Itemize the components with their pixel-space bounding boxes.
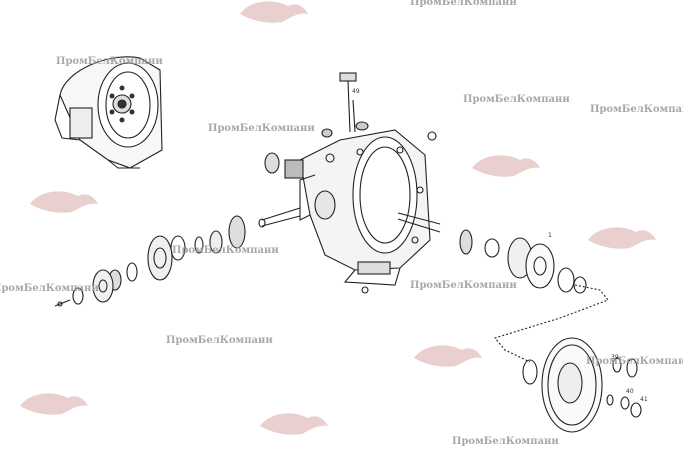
watermark-text: ПромБелКомпани <box>452 436 559 447</box>
flywheel <box>494 284 642 433</box>
watermark-text: ПромБелКомпани <box>410 0 517 8</box>
central-housing <box>299 129 431 286</box>
callout-number: 41 <box>640 396 648 403</box>
watermark-text: ПромБелКомпани <box>0 283 99 294</box>
stylized-animal-logo <box>260 413 328 435</box>
input-shaft <box>170 152 304 261</box>
watermark-text: ПромБелКомпани <box>463 94 570 105</box>
watermark-text: ПромБелКомпани <box>410 280 517 291</box>
callout-number: 40 <box>626 388 634 395</box>
left-flange <box>54 235 173 307</box>
callout-number: 49 <box>352 88 360 95</box>
watermark-text: ПромБелКомпани <box>56 56 163 67</box>
output-shaft <box>361 131 587 294</box>
watermark-text: ПромБелКомпани <box>172 245 279 256</box>
stylized-animal-logo <box>414 345 482 367</box>
stylized-animal-logo <box>472 155 540 177</box>
stylized-animal-logo <box>588 227 656 249</box>
stylized-animal-logo <box>30 191 98 213</box>
stylized-animal-logo <box>20 393 88 415</box>
callout-number: 1 <box>548 232 552 239</box>
watermark-text: ПромБелКомпани <box>166 335 273 346</box>
stylized-animal-logo <box>240 1 308 23</box>
watermark-text: ПромБелКомпани <box>208 123 315 134</box>
callout-number: 39 <box>611 354 619 361</box>
watermark-text: ПромБелКомпани <box>590 104 683 115</box>
watermark-text: ПромБелКомпани <box>586 356 683 367</box>
housing-thumbnail <box>54 56 163 169</box>
dipstick <box>321 72 369 138</box>
